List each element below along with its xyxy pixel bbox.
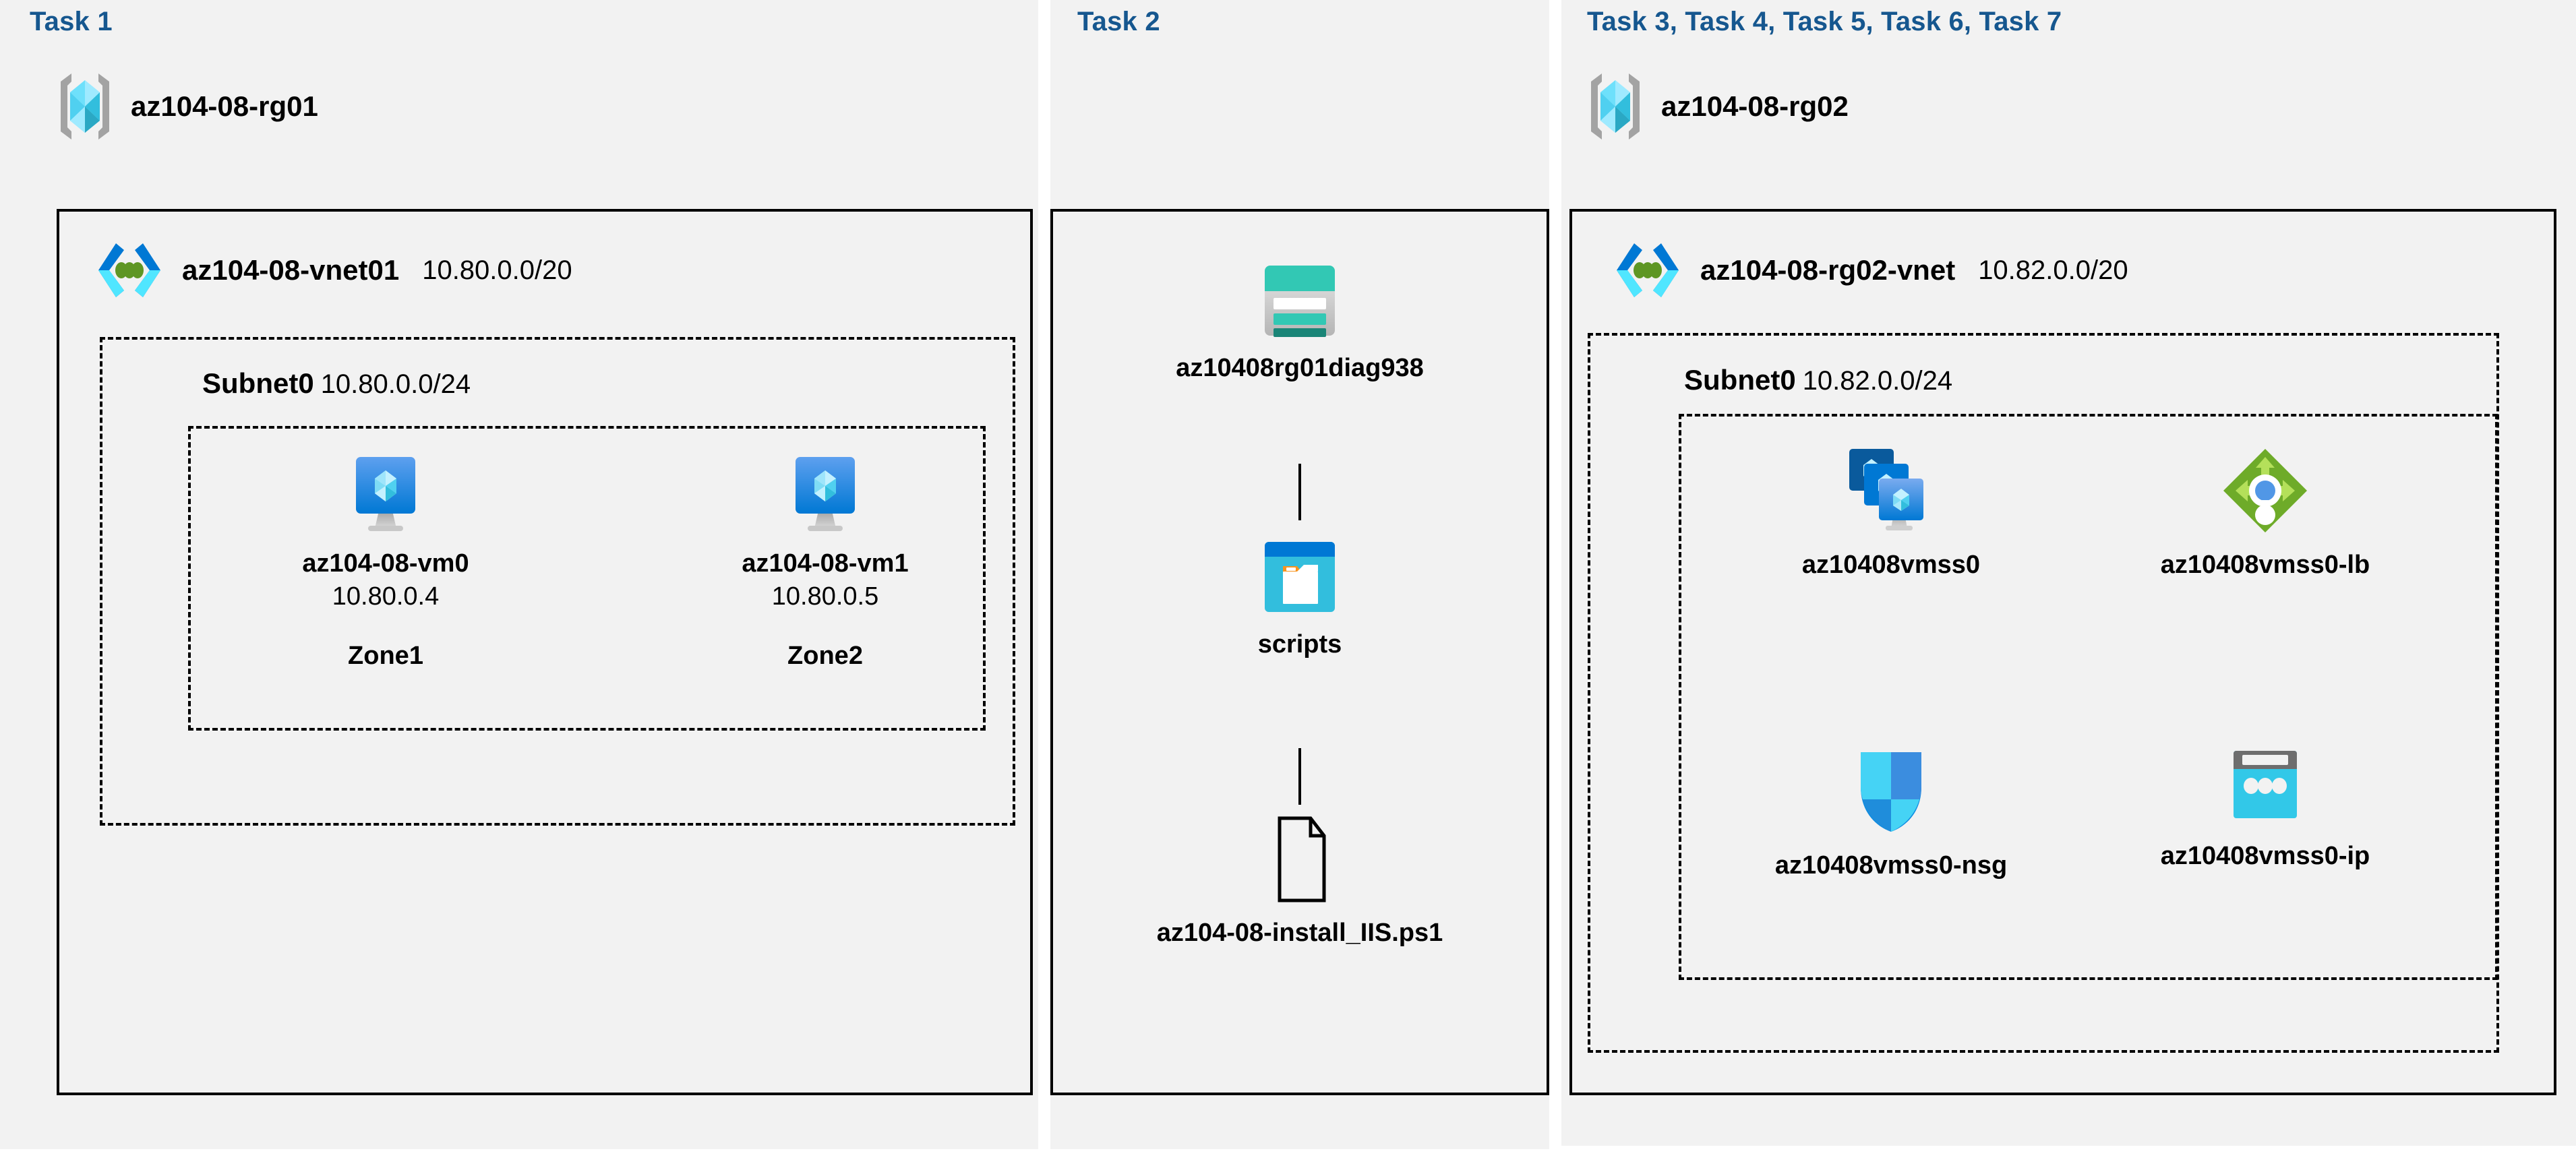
vm-name: az104-08-vm1 [742, 549, 909, 578]
vm-node-az104-08-vm0[interactable]: az104-08-vm0 10.80.0.4 Zone1 [278, 453, 493, 671]
load-balancer-node[interactable]: az10408vmss0-lb [2157, 446, 2373, 582]
file-icon [1265, 816, 1335, 903]
public-ip-node[interactable]: az10408vmss0-ip [2157, 747, 2373, 873]
script-file-node[interactable]: az104-08-install_IIS.ps1 [1157, 816, 1443, 950]
availability-zones-box [188, 426, 986, 731]
network-security-group-icon [1854, 747, 1928, 836]
load-balancer-name: az10408vmss0-lb [2160, 551, 2370, 579]
vm-node-az104-08-vm1[interactable]: az104-08-vm1 10.80.0.5 Zone2 [717, 453, 933, 671]
public-ip-address-icon [2228, 747, 2302, 826]
vm-ip: 10.80.0.5 [771, 582, 879, 611]
task1-panel [0, 0, 1038, 1149]
vm-zone: Zone2 [787, 642, 863, 671]
task-label-2: Task 2 [1077, 7, 1160, 36]
resource-group-name-rg01: az104-08-rg01 [131, 90, 318, 122]
vnet-cidr-vnet01: 10.80.0.0/20 [422, 255, 572, 285]
virtual-network-icon [1611, 239, 1684, 301]
subnet-cidr: 10.82.0.0/24 [1802, 366, 1953, 396]
blob-container-icon [1262, 539, 1338, 615]
blob-container-node[interactable]: scripts [1192, 539, 1408, 661]
public-ip-name: az10408vmss0-ip [2160, 842, 2370, 870]
load-balancer-icon [2221, 446, 2310, 535]
vm-scale-set-icon [1847, 446, 1936, 535]
virtual-machine-icon [349, 453, 422, 534]
resource-group-row-rg01: az104-08-rg01 [54, 71, 318, 142]
nsg-node[interactable]: az10408vmss0-nsg [1775, 747, 2007, 882]
vnet-box-rg02-vnet [1569, 209, 2556, 1095]
nsg-name: az10408vmss0-nsg [1774, 851, 2008, 880]
vnet-name-vnet01: az104-08-vnet01 [182, 254, 400, 286]
vnet-header-rg02-vnet: az104-08-rg02-vnet 10.82.0.0/20 [1611, 239, 2128, 301]
blob-container-name: scripts [1257, 630, 1342, 658]
virtual-machine-icon [789, 453, 862, 534]
vm-name: az104-08-vm0 [302, 549, 469, 578]
storage-account-icon [1262, 263, 1338, 338]
resource-group-name-rg02: az104-08-rg02 [1661, 90, 1849, 122]
vnet-box-vnet01 [57, 209, 1033, 1095]
resource-group-row-rg02: az104-08-rg02 [1584, 71, 1849, 142]
vmss-resources-box [1679, 414, 2498, 980]
vm-ip: 10.80.0.4 [332, 582, 440, 611]
task-label-3-7: Task 3, Task 4, Task 5, Task 6, Task 7 [1587, 7, 2062, 36]
vmss-node-az10408vmss0[interactable]: az10408vmss0 [1783, 446, 1999, 582]
subnet-name: Subnet0 [1684, 364, 1796, 396]
task-label-1: Task 1 [30, 7, 113, 36]
vnet-name-rg02-vnet: az104-08-rg02-vnet [1700, 254, 1956, 286]
subnet-box-subnet0-left [100, 337, 1015, 826]
storage-account-name: az10408rg01diag938 [1176, 354, 1424, 382]
storage-box [1050, 209, 1549, 1095]
subnet-name: Subnet0 [202, 367, 314, 399]
connector-container-to-file [1298, 748, 1301, 805]
vm-zone: Zone1 [348, 642, 423, 671]
subnet-cidr: 10.80.0.0/24 [320, 369, 471, 399]
resource-group-icon [1584, 71, 1646, 142]
storage-account-node[interactable]: az10408rg01diag938 [1176, 263, 1424, 385]
vnet-cidr-rg02-vnet: 10.82.0.0/20 [1978, 255, 2128, 285]
vnet-header-vnet01: az104-08-vnet01 10.80.0.0/20 [93, 239, 572, 301]
script-file-name: az104-08-install_IIS.ps1 [1156, 919, 1443, 947]
virtual-network-icon [93, 239, 166, 301]
connector-account-to-container [1298, 464, 1301, 520]
vmss-name: az10408vmss0 [1801, 551, 1981, 579]
task3-7-panel [1561, 0, 2576, 1146]
subnet-box-subnet0-right [1588, 333, 2499, 1053]
resource-group-icon [54, 71, 116, 142]
